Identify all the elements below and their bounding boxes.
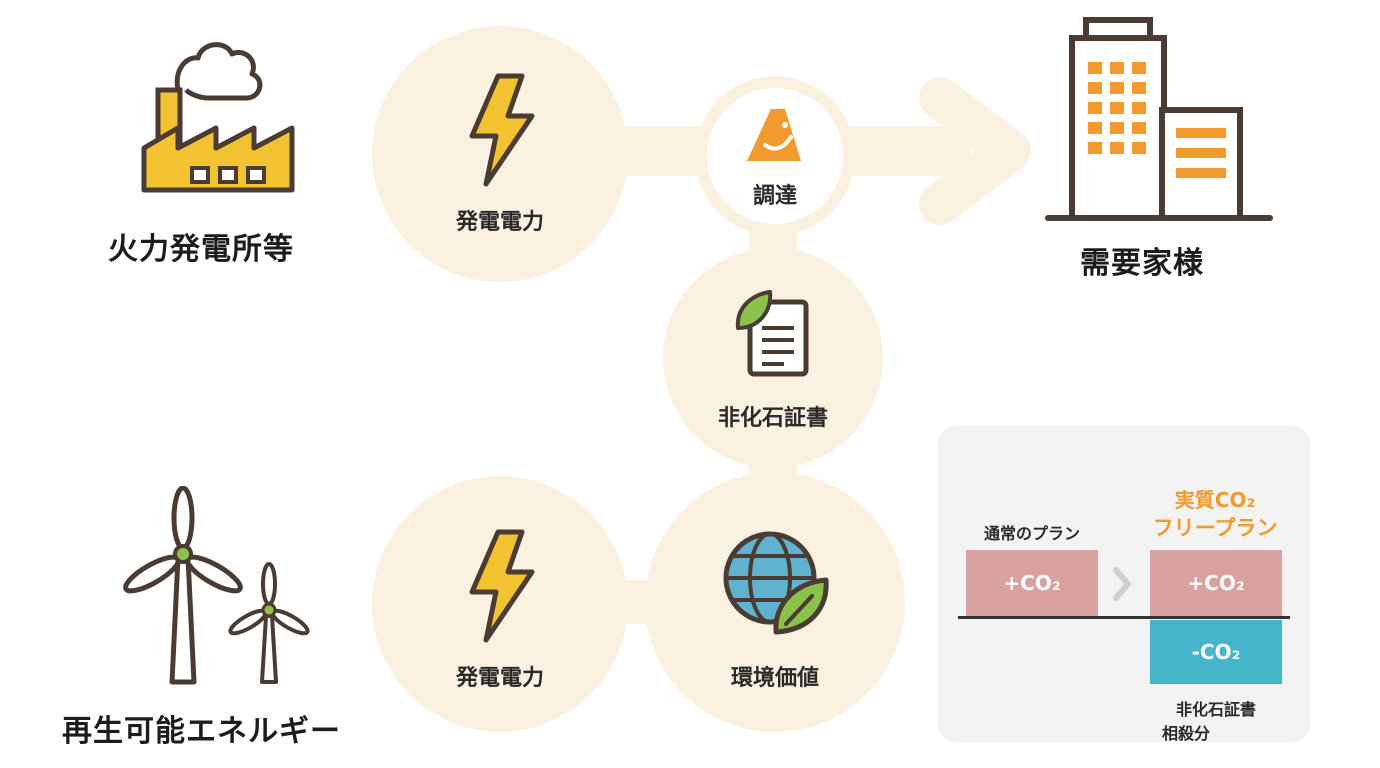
- free-plan-title-line1: 実質CO₂: [1174, 488, 1256, 512]
- generated-power-top-label: 発電電力: [455, 210, 544, 235]
- factory-icon: [141, 42, 295, 193]
- offset-label-line1: 非化石証書: [1175, 700, 1256, 719]
- environmental-value-label: 環境価値: [730, 666, 819, 691]
- free-plan-title-line2: フリープラン: [1152, 516, 1278, 540]
- globe-leaf-icon: [723, 531, 829, 635]
- company-logo-icon: [747, 109, 801, 161]
- buildings-icon: [1045, 17, 1273, 221]
- renewable-label: 再生可能エネルギー: [62, 714, 341, 749]
- customers-label: 需要家様: [1080, 246, 1204, 281]
- normal-plan-label: 通常のプラン: [983, 524, 1080, 543]
- arrow-right-icon: [919, 77, 1031, 225]
- lightning-bolt-icon: [469, 529, 535, 643]
- wind-turbine-icon: [123, 486, 310, 685]
- certificate-document-icon: [735, 290, 809, 377]
- minus-co2-box: -CO₂: [1150, 620, 1282, 684]
- offset-label-line2: 相殺分: [1162, 724, 1211, 743]
- chevron-right-icon: [1113, 567, 1131, 601]
- generated-power-bottom-label: 発電電力: [455, 666, 544, 691]
- baseline: [958, 616, 1290, 619]
- thermal-plant-label: 火力発電所等: [108, 232, 294, 267]
- procurement-label: 調達: [752, 184, 797, 209]
- certificate-label: 非化石証書: [717, 406, 828, 431]
- plus-co2-free-box: +CO₂: [1150, 550, 1282, 616]
- plus-co2-normal-box: +CO₂: [966, 550, 1098, 616]
- lightning-bolt-icon: [469, 73, 535, 187]
